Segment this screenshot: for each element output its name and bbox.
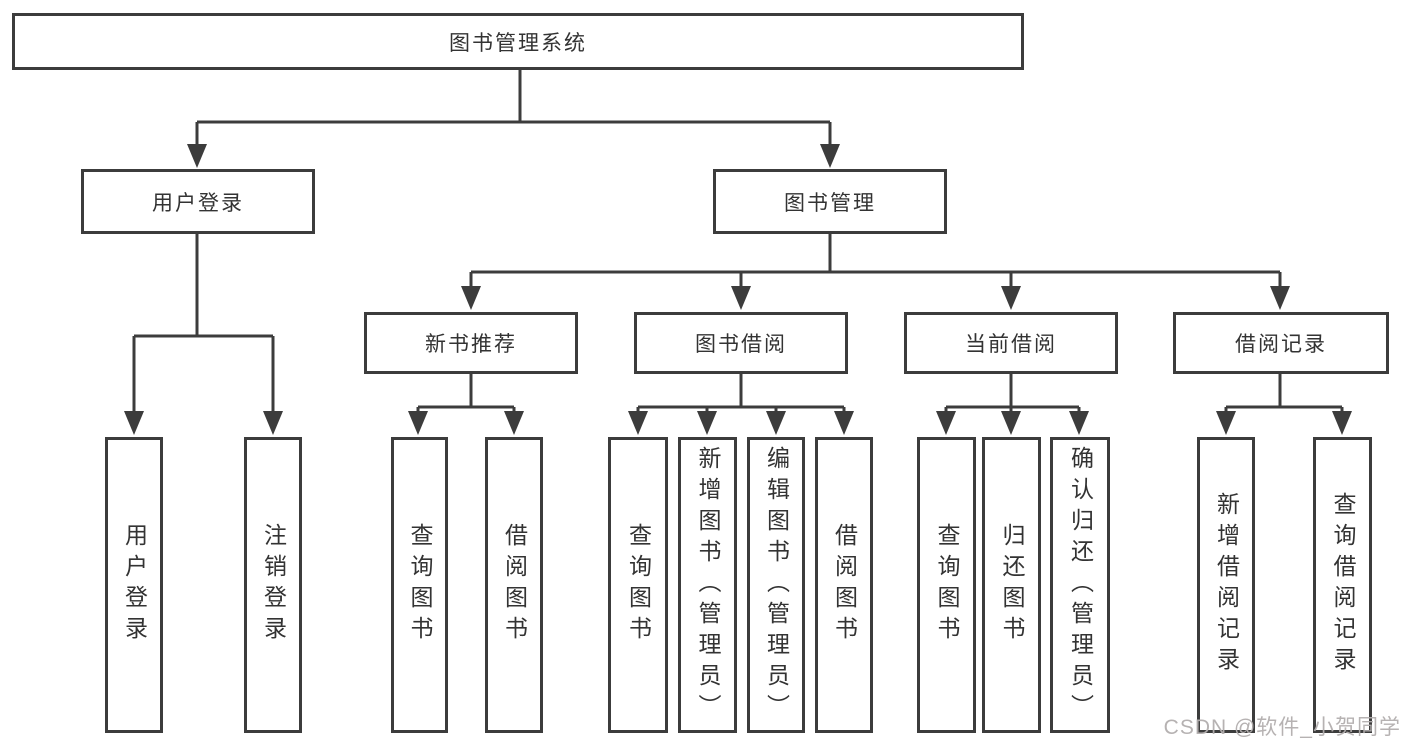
leaf-confirm-return-admin: 确认归还（管理员） (1050, 437, 1110, 733)
leaf-edit-books-admin: 编辑图书（管理员） (747, 437, 805, 733)
leaf-user-login: 用户登录 (105, 437, 163, 733)
node-book-borrow: 图书借阅 (634, 312, 848, 374)
leaf-recommend-query-books: 查询图书 (391, 437, 448, 733)
leaf-logout: 注销登录 (244, 437, 302, 733)
node-current-borrow: 当前借阅 (904, 312, 1118, 374)
leaf-add-books-admin: 新增图书（管理员） (678, 437, 737, 733)
leaf-borrow-query-books: 查询图书 (608, 437, 668, 733)
node-borrow-records: 借阅记录 (1173, 312, 1389, 374)
leaf-borrow-books: 借阅图书 (815, 437, 873, 733)
leaf-return-books: 归还图书 (982, 437, 1041, 733)
node-system-root: 图书管理系统 (12, 13, 1024, 70)
node-book-management-branch: 图书管理 (713, 169, 947, 234)
leaf-current-query-books: 查询图书 (917, 437, 976, 733)
leaf-add-borrow-record: 新增借阅记录 (1197, 437, 1255, 733)
node-user-login-branch: 用户登录 (81, 169, 315, 234)
node-new-book-recommend: 新书推荐 (364, 312, 578, 374)
csdn-watermark: CSDN @软件_小贺同学 (1163, 716, 1401, 739)
leaf-query-borrow-record: 查询借阅记录 (1313, 437, 1372, 733)
leaf-recommend-borrow-books: 借阅图书 (485, 437, 543, 733)
